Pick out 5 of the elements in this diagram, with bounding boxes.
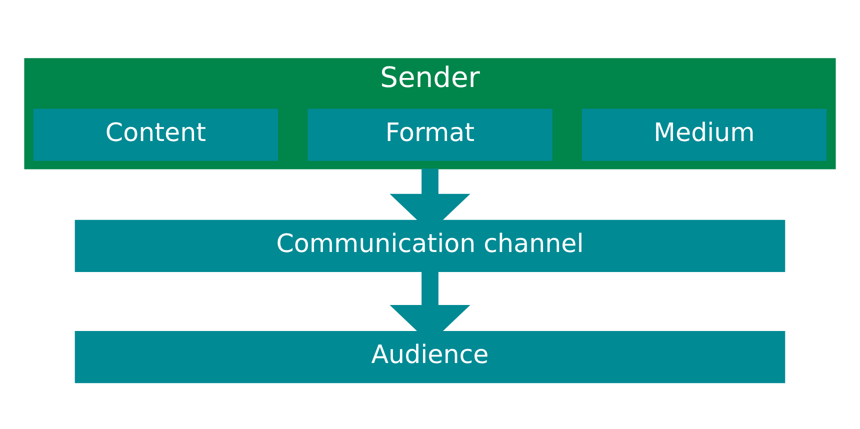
- node-box: Medium: [582, 108, 827, 160]
- node-box: Content: [33, 108, 278, 160]
- node-box: Format: [308, 108, 552, 160]
- node-box: Audience: [74, 330, 786, 383]
- node-box: Communication channel: [74, 219, 786, 272]
